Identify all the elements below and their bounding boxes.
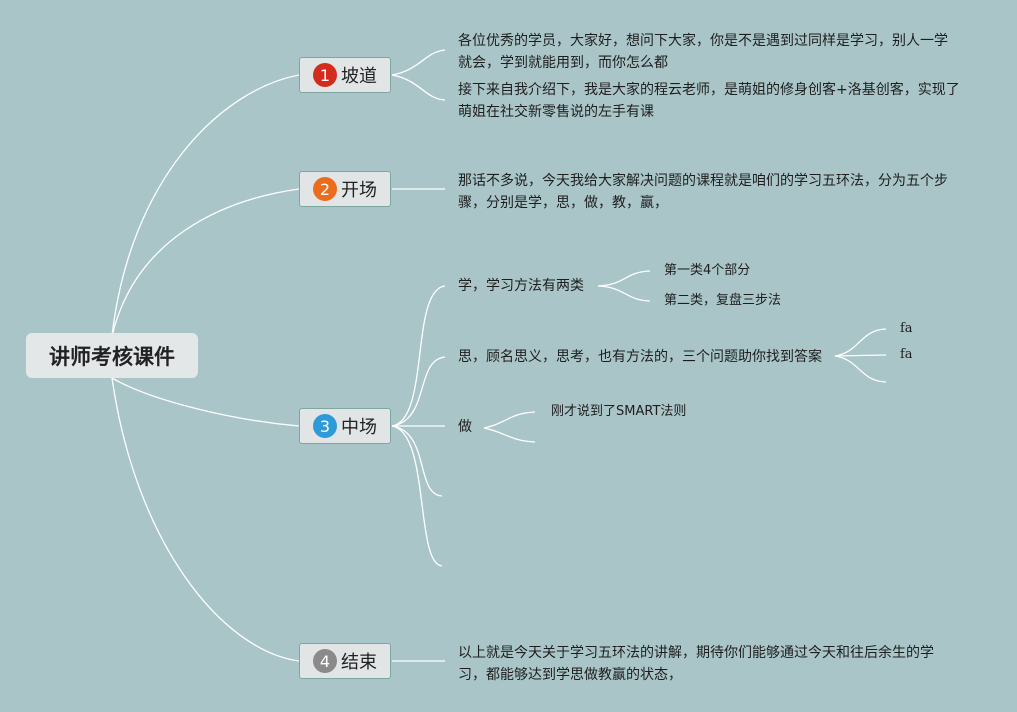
- connector-root-branch3: [111, 377, 300, 427]
- connector-root-branch2: [111, 188, 300, 337]
- branch-4-jieshu[interactable]: 4 结束: [299, 643, 391, 679]
- connector-b1-item1: [391, 49, 446, 76]
- topic-line: 习，都能够达到学思做教赢的状态，: [458, 667, 682, 683]
- topic-xue[interactable]: 学，学习方法有两类: [458, 278, 584, 294]
- branch-label: 坡道: [341, 66, 377, 87]
- branch-3-zhongchang[interactable]: 3 中场: [299, 408, 391, 444]
- root-topic[interactable]: 讲师考核课件: [26, 333, 198, 378]
- connector-b1-item2: [391, 74, 446, 101]
- topic-line: 就会，学到就能用到，而你怎么都: [458, 55, 668, 71]
- connector-zuo-child1: [483, 411, 536, 429]
- branch-label: 中场: [341, 417, 377, 438]
- connector-root-branch4: [111, 377, 300, 662]
- topic-si[interactable]: 思，顾名思义，思考，也有方法的，三个问题助你找到答案: [458, 349, 822, 365]
- topic-line: 那话不多说，今天我给大家解决问题的课程就是咱们的学习五环法，分为五个步: [458, 173, 948, 189]
- topic-zuo[interactable]: 做: [458, 419, 472, 435]
- topic-xue-child2[interactable]: 第二类，复盘三步法: [664, 293, 782, 308]
- connector-b3-item1: [391, 285, 446, 427]
- connector-b3-item4: [391, 425, 443, 497]
- topic-b1-item2[interactable]: 接下来自我介绍下，我是大家的程云老师，是萌姐的修身创客+洛基创客，实现了 萌姐在…: [458, 79, 960, 123]
- topic-si-child1[interactable]: fa: [900, 321, 913, 336]
- topic-si-child2[interactable]: fa: [900, 347, 913, 362]
- connector-b3-item2: [391, 356, 446, 427]
- connector-zuo-child2: [483, 427, 536, 443]
- topic-b2-item1[interactable]: 那话不多说，今天我给大家解决问题的课程就是咱们的学习五环法，分为五个步 骤，分别…: [458, 170, 948, 214]
- topic-line: 接下来自我介绍下，我是大家的程云老师，是萌姐的修身创客+洛基创客，实现了: [458, 82, 960, 98]
- number-4-badge-icon: 4: [313, 649, 337, 673]
- branch-2-kaichang[interactable]: 2 开场: [299, 171, 391, 207]
- topic-b4-item1[interactable]: 以上就是今天关于学习五环法的讲解，期待你们能够通过今天和往后余生的学 习，都能够…: [458, 642, 934, 686]
- topic-xue-child1[interactable]: 第一类4个部分: [664, 263, 751, 278]
- topic-line: 骤，分别是学，思，做，教，赢，: [458, 195, 668, 211]
- connector-si-child3: [834, 355, 887, 383]
- branch-label: 开场: [341, 180, 377, 201]
- number-3-badge-icon: 3: [313, 414, 337, 438]
- topic-line: 以上就是今天关于学习五环法的讲解，期待你们能够通过今天和往后余生的学: [458, 645, 934, 661]
- number-2-badge-icon: 2: [313, 177, 337, 201]
- connector-si-child1: [834, 328, 887, 357]
- topic-line: 各位优秀的学员，大家好，想问下大家，你是不是遇到过同样是学习，别人一学: [458, 33, 948, 49]
- branch-1-podao[interactable]: 1 坡道: [299, 57, 391, 93]
- topic-line: 萌姐在社交新零售说的左手有课: [458, 104, 654, 120]
- connector-b3-item5: [391, 425, 443, 567]
- connector-xue-child1: [597, 270, 651, 287]
- topic-b1-item1[interactable]: 各位优秀的学员，大家好，想问下大家，你是不是遇到过同样是学习，别人一学 就会，学…: [458, 30, 948, 74]
- branch-label: 结束: [341, 652, 377, 673]
- connector-root-branch1: [111, 74, 300, 337]
- topic-zuo-child1[interactable]: 刚才说到了SMART法则: [551, 404, 687, 419]
- number-1-badge-icon: 1: [313, 63, 337, 87]
- connector-si-child2: [834, 354, 887, 357]
- connector-xue-child2: [597, 285, 651, 302]
